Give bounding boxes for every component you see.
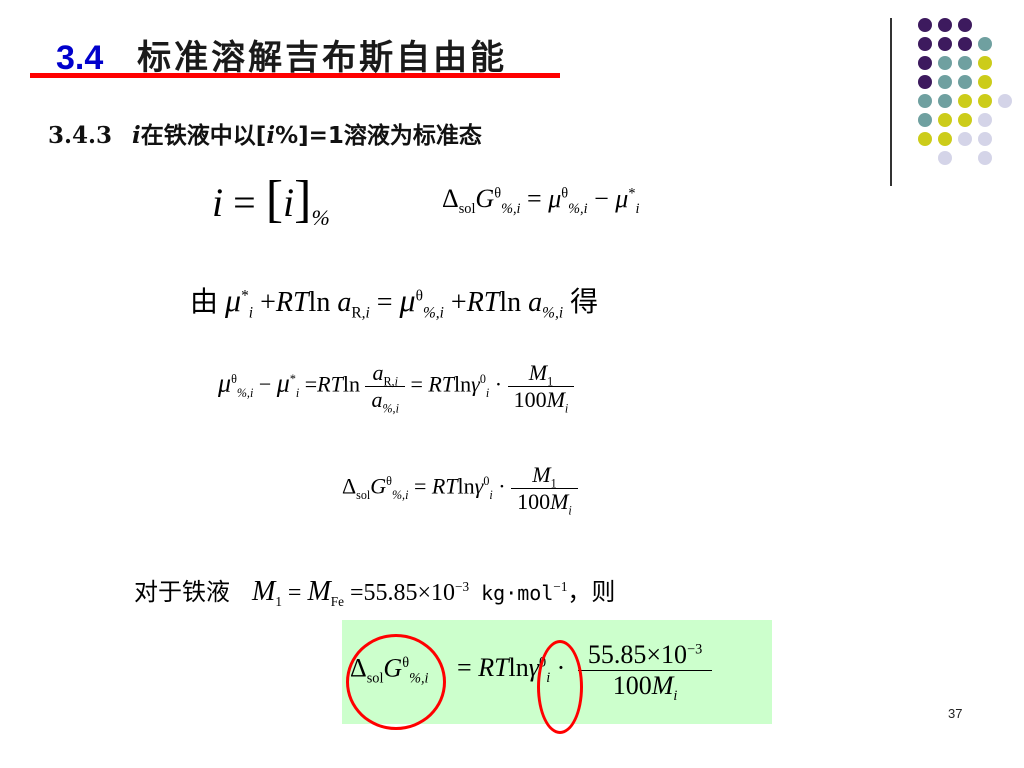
dot-teal <box>918 113 932 127</box>
slide-title: 3.4 标准溶解吉布斯自由能 <box>56 30 507 79</box>
highlight-ellipse-gamma <box>537 640 583 734</box>
dot-purple <box>918 37 932 51</box>
iron-unit: kg·mol <box>469 581 554 605</box>
iron-unit-exp: −1 <box>553 579 568 594</box>
dot-purple <box>958 37 972 51</box>
dot-yellow <box>938 132 952 146</box>
subsection-text-2: %]=1溶液为标准态 <box>275 123 482 149</box>
dot-yellow <box>938 113 952 127</box>
page-number: 37 <box>948 706 963 721</box>
dot-teal <box>918 94 932 108</box>
dot-lavender <box>958 132 972 146</box>
dot-yellow <box>958 94 972 108</box>
dot-lavender <box>978 151 992 165</box>
dot-teal <box>938 75 952 89</box>
section-number: 3.4 <box>56 39 104 77</box>
iron-value: =55.85×10 <box>349 580 456 606</box>
dot-purple <box>918 75 932 89</box>
iron-molar-mass-line: 对于铁液 M1 = MFe =55.85×10−3 kg·mol−1，则 <box>134 576 616 609</box>
iron-suffix: ，则 <box>567 578 616 606</box>
highlight-ellipse-delta-g <box>346 634 446 730</box>
iron-exp: −3 <box>455 579 470 594</box>
subsection-number: 3.4.3 <box>48 122 113 149</box>
subsection-i: i <box>132 122 141 149</box>
vertical-divider <box>890 18 892 186</box>
decorative-dot-grid <box>910 14 1012 174</box>
eq3-suffix: 得 <box>570 285 599 318</box>
title-underline <box>30 73 560 78</box>
final-exp: −3 <box>687 641 703 658</box>
dot-yellow <box>978 56 992 70</box>
dot-teal <box>938 56 952 70</box>
equation-delta-g-definition: ΔsolGθ%,i = μθ%,i − μ*i <box>442 184 640 218</box>
dot-purple <box>938 18 952 32</box>
subsection-text-1: 在铁液中以[ <box>140 123 267 149</box>
dot-lavender <box>998 94 1012 108</box>
subsection-heading: 3.4.3 i在铁液中以[i%]=1溶液为标准态 <box>48 116 482 150</box>
dot-purple <box>918 56 932 70</box>
equation-chemical-potential: 由 μ*i +RTln aR,i = μθ%,i +RTln a%,i 得 <box>190 282 599 322</box>
subsection-i2: i <box>266 122 276 149</box>
section-title: 标准溶解吉布斯自由能 <box>137 38 508 78</box>
dot-yellow <box>978 75 992 89</box>
dot-yellow <box>918 132 932 146</box>
dot-teal <box>938 94 952 108</box>
dot-yellow <box>978 94 992 108</box>
eq3-prefix: 由 <box>190 285 219 318</box>
dot-purple <box>938 37 952 51</box>
final-numerator: 55.85×10 <box>587 640 688 669</box>
equation-i-definition: i = [i]% <box>212 171 330 230</box>
dot-lavender <box>978 132 992 146</box>
dot-teal <box>958 56 972 70</box>
dot-teal <box>978 37 992 51</box>
dot-purple <box>958 18 972 32</box>
dot-teal <box>958 75 972 89</box>
dot-purple <box>918 18 932 32</box>
dot-yellow <box>958 113 972 127</box>
dot-lavender <box>938 151 952 165</box>
dot-lavender <box>978 113 992 127</box>
iron-prefix: 对于铁液 <box>134 578 230 606</box>
